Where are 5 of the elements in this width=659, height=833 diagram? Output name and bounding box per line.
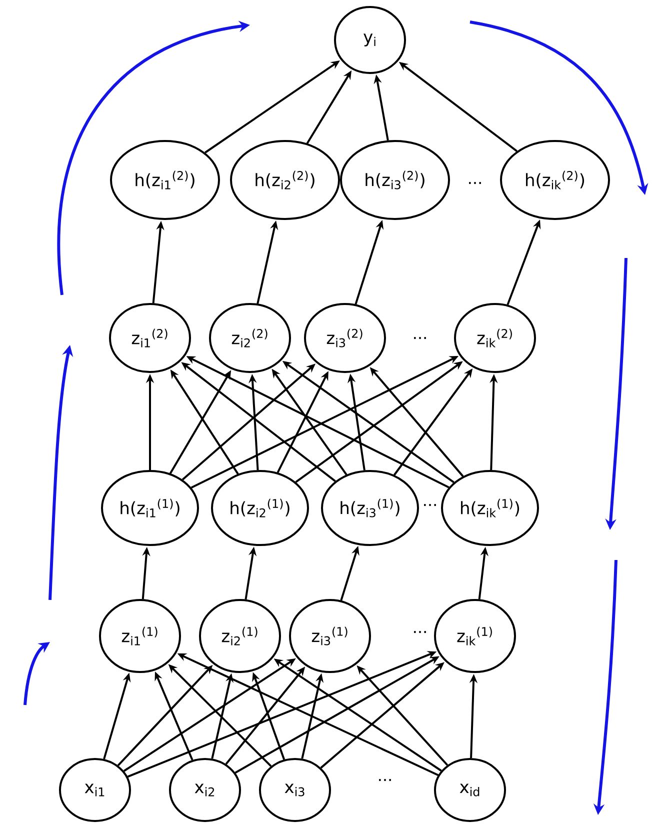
ellipsis-text: ... <box>469 182 481 184</box>
ellipsis-text: ... <box>414 337 426 339</box>
ellipsis-text: ... <box>379 779 391 781</box>
ellipsis-text: ... <box>424 504 436 506</box>
ellipsis-text: ... <box>414 631 426 633</box>
